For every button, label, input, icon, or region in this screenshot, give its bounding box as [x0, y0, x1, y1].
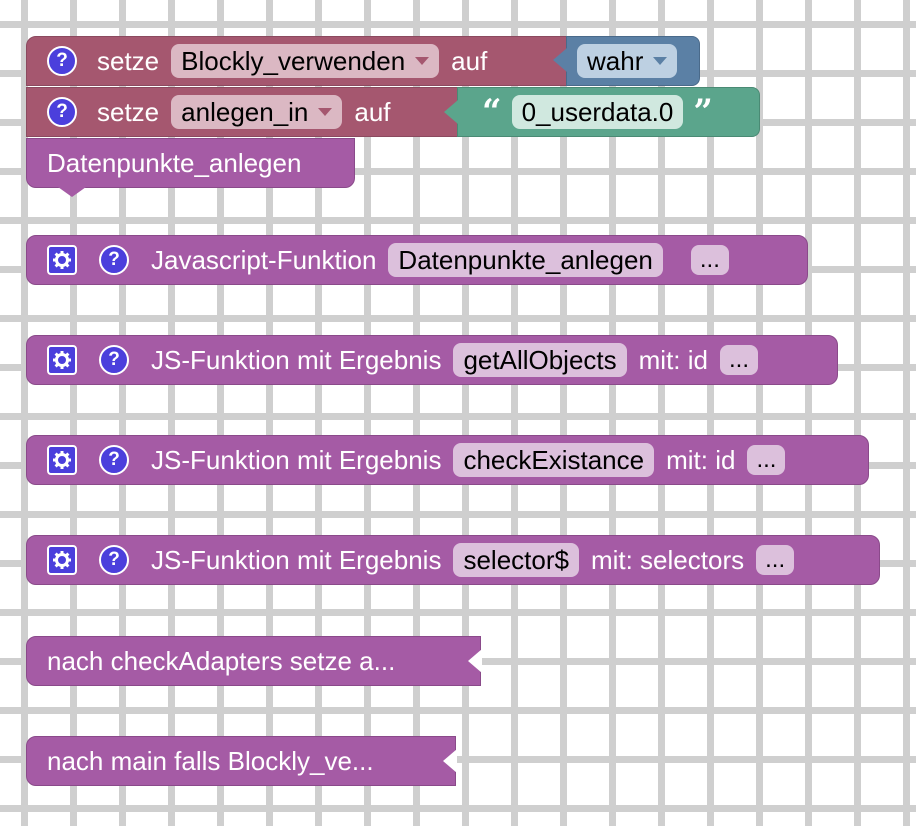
help-icon[interactable]: ? — [99, 545, 129, 575]
javascript-function-block[interactable]: ? Javascript-Funktion Datenpunkte_anlege… — [26, 235, 808, 285]
value-input-notch — [553, 48, 567, 72]
chevron-down-icon — [318, 108, 333, 116]
function-name-field[interactable]: checkExistance — [453, 443, 655, 477]
function-type-label: JS-Funktion mit Ergebnis — [151, 444, 442, 475]
boolean-dropdown[interactable]: wahr — [577, 44, 678, 78]
block-next-connector — [58, 187, 86, 197]
gear-icon[interactable] — [47, 345, 77, 375]
value-input-notch — [444, 100, 458, 124]
open-quote-icon: “ — [482, 92, 502, 132]
to-keyword: auf — [451, 45, 488, 76]
function-name-field[interactable]: getAllObjects — [453, 343, 627, 377]
collapsed-jagged-edge — [468, 649, 482, 673]
function-type-label: JS-Funktion mit Ergebnis — [151, 344, 442, 375]
chevron-down-icon — [415, 57, 430, 65]
gear-icon[interactable] — [47, 545, 77, 575]
function-params-label: mit: selectors — [590, 544, 745, 575]
function-type-label: Javascript-Funktion — [151, 244, 377, 275]
function-code-button[interactable]: ... — [756, 545, 795, 575]
boolean-value-block[interactable]: wahr — [566, 36, 700, 86]
set-keyword: setze — [97, 96, 160, 127]
procedure-call-block[interactable]: Datenpunkte_anlegen — [26, 138, 355, 188]
collapsed-block-1[interactable]: nach checkAdapters setze a... — [26, 636, 481, 686]
help-icon[interactable]: ? — [47, 97, 77, 127]
gear-icon[interactable] — [47, 445, 77, 475]
collapsed-block-2[interactable]: nach main falls Blockly_ve... — [26, 736, 456, 786]
text-input[interactable]: 0_userdata.0 — [511, 95, 684, 129]
text-value-block[interactable]: “ 0_userdata.0 ” — [457, 87, 760, 137]
gear-icon[interactable] — [47, 245, 77, 275]
function-code-button[interactable]: ... — [719, 345, 758, 375]
js-function-result-block-1[interactable]: ? JS-Funktion mit Ergebnis getAllObjects… — [26, 335, 838, 385]
variable-dropdown[interactable]: anlegen_in — [171, 95, 343, 129]
variable-dropdown[interactable]: Blockly_verwenden — [171, 44, 440, 78]
function-params-label: mit: id — [638, 344, 708, 375]
js-function-result-block-3[interactable]: ? JS-Funktion mit Ergebnis selector$ mit… — [26, 535, 880, 585]
close-quote-icon: ” — [693, 92, 713, 132]
function-params-label: mit: id — [666, 444, 736, 475]
function-code-button[interactable]: ... — [747, 445, 786, 475]
help-icon[interactable]: ? — [99, 245, 129, 275]
set-variable-block-1[interactable]: ? setze Blockly_verwenden auf — [26, 36, 574, 86]
function-name-field[interactable]: Datenpunkte_anlegen — [388, 243, 663, 277]
procedure-call-label: Datenpunkte_anlegen — [47, 147, 302, 178]
help-icon[interactable]: ? — [99, 445, 129, 475]
set-keyword: setze — [97, 45, 160, 76]
to-keyword: auf — [354, 96, 391, 127]
help-icon[interactable]: ? — [47, 46, 77, 76]
collapsed-block-label: nach main falls Blockly_ve... — [47, 745, 374, 776]
js-function-result-block-2[interactable]: ? JS-Funktion mit Ergebnis checkExistanc… — [26, 435, 869, 485]
function-name-field[interactable]: selector$ — [453, 543, 579, 577]
set-variable-block-2[interactable]: ? setze anlegen_in auf — [26, 87, 466, 137]
help-icon[interactable]: ? — [99, 345, 129, 375]
chevron-down-icon — [653, 57, 668, 65]
collapsed-jagged-edge — [443, 749, 457, 773]
collapsed-block-label: nach checkAdapters setze a... — [47, 645, 396, 676]
function-code-button[interactable]: ... — [690, 245, 729, 275]
function-type-label: JS-Funktion mit Ergebnis — [151, 544, 442, 575]
